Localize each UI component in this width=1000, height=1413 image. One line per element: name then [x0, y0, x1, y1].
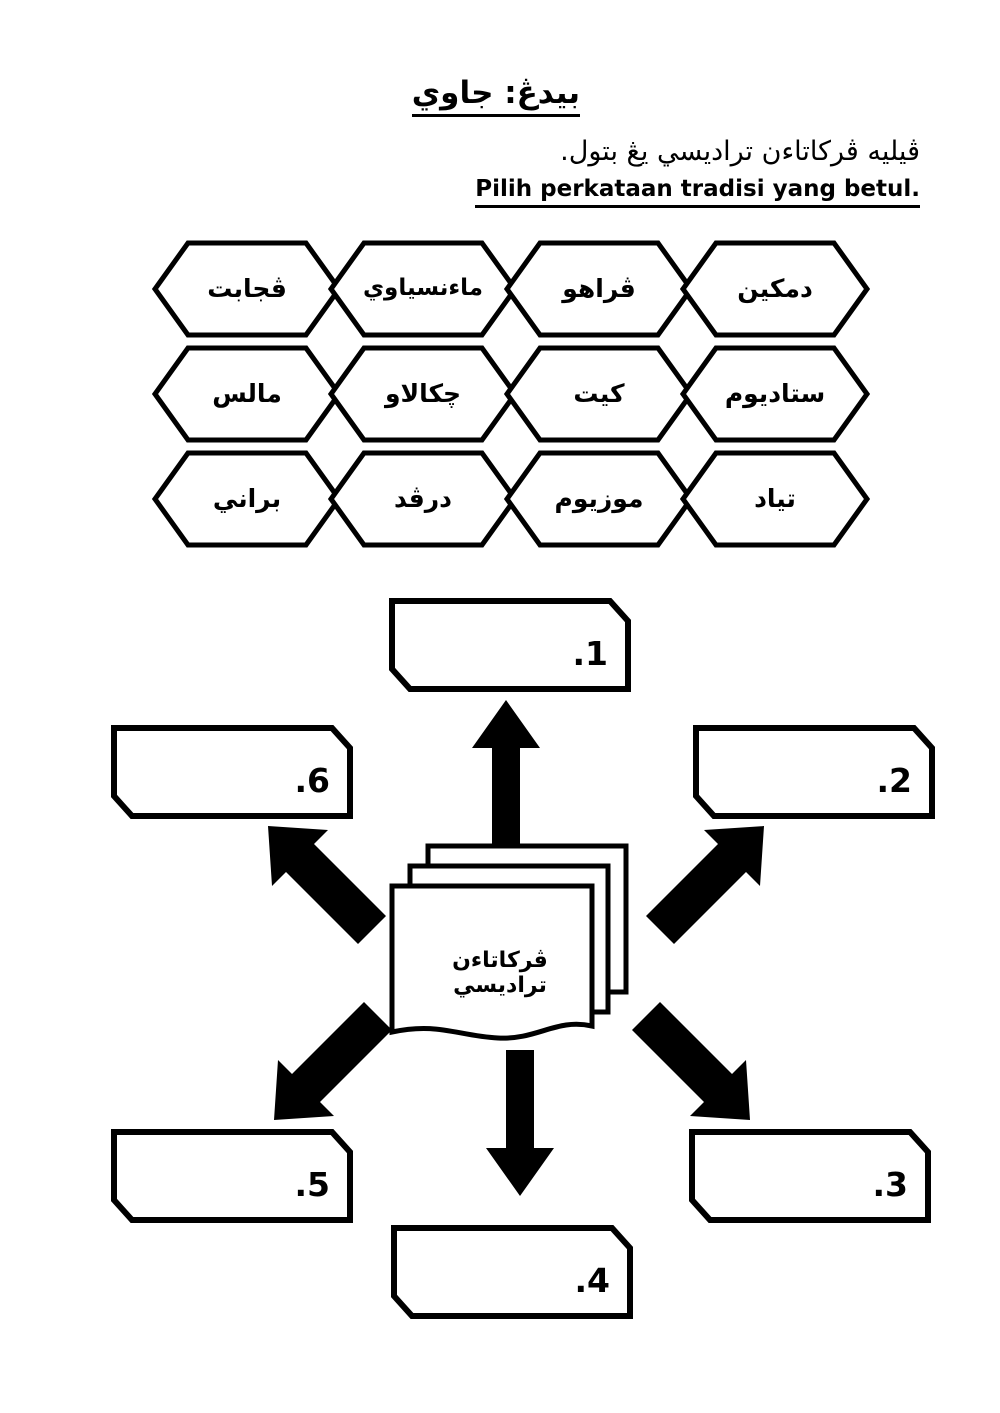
arrow-up-icon	[472, 700, 540, 846]
word-label: تياد	[754, 483, 796, 513]
instruction-latin-text: Pilih perkataan tradisi yang betul.	[475, 176, 920, 208]
hexagon-shape	[328, 450, 518, 548]
answer-box-shape	[111, 725, 353, 819]
word-label: درڤد	[393, 483, 453, 513]
word-hexagon[interactable]: ماءنسياوي	[328, 240, 518, 338]
arrow-upleft-to-6	[262, 820, 398, 956]
answer-box-5[interactable]: 5.	[110, 1128, 354, 1224]
hexagon-shape	[152, 450, 342, 548]
arrow-downleft-to-5	[268, 1000, 404, 1126]
hexagon-shape	[680, 345, 870, 443]
instruction-jawi: ڤيليه ڤركاتاءن تراديسي يڠ بتول.	[560, 136, 920, 167]
word-label: كيت	[573, 378, 625, 408]
word-hexagon[interactable]: تياد	[680, 450, 870, 548]
word-bank-row: مالس چكالاو كيت ستاديوم	[152, 345, 870, 450]
word-label: ماءنسياوي	[362, 275, 484, 301]
arrow-up-right-icon	[646, 826, 764, 944]
word-bank-row: براني درڤد موزيوم تياد	[152, 450, 870, 555]
hexagon-shape	[504, 240, 694, 338]
hexagon-shape	[504, 450, 694, 548]
answer-box-shape	[389, 598, 631, 692]
center-topic-papers: ڤركاتاءن تراديسي	[388, 840, 632, 1052]
answer-box-shape	[391, 1225, 633, 1319]
hexagon-shape	[504, 345, 694, 443]
word-hexagon[interactable]: دمكين	[680, 240, 870, 338]
answer-box-4[interactable]: 4.	[390, 1224, 634, 1320]
word-hexagon[interactable]: ڤراهو	[504, 240, 694, 338]
answer-box-2[interactable]: 2.	[692, 724, 936, 820]
word-label: موزيوم	[554, 483, 644, 513]
center-topic-label: ڤركاتاءن تراديسي	[452, 948, 548, 998]
word-hexagon[interactable]: مالس	[152, 345, 342, 443]
hexagon-shape	[152, 345, 342, 443]
word-label: براني	[212, 483, 282, 513]
hexagon-shape	[680, 240, 870, 338]
arrow-up-left-icon	[268, 826, 386, 944]
arrow-down-icon	[486, 1050, 554, 1196]
arrow-down-to-4	[484, 1048, 556, 1198]
answer-box-3[interactable]: 3.	[688, 1128, 932, 1224]
answer-box-6[interactable]: 6.	[110, 724, 354, 820]
word-hexagon[interactable]: درڤد	[328, 450, 518, 548]
arrow-down-left-icon	[274, 1002, 392, 1120]
answer-box-shape	[689, 1129, 931, 1223]
word-bank-row: ڤجابت ماءنسياوي ڤراهو دمكين	[152, 240, 870, 345]
answer-box-shape	[111, 1129, 353, 1223]
answer-number: 5.	[294, 1165, 331, 1204]
arrow-downright-to-3	[620, 1000, 756, 1126]
bidang-label: بيدڠ: جاوي	[411, 75, 580, 117]
instruction-latin: Pilih perkataan tradisi yang betul.	[300, 176, 920, 208]
word-label: مالس	[212, 378, 282, 408]
answer-number: 3.	[872, 1165, 909, 1204]
word-label: ڤراهو	[562, 273, 636, 303]
arrow-down-right-icon	[632, 1002, 750, 1120]
word-label: ستاديوم	[724, 378, 826, 408]
word-label: دمكين	[737, 273, 813, 303]
answer-box-1[interactable]: 1.	[388, 597, 632, 693]
word-hexagon[interactable]: براني	[152, 450, 342, 548]
stacked-papers-shape	[389, 843, 629, 1041]
hexagon-shape	[680, 450, 870, 548]
word-hexagon[interactable]: چكالاو	[328, 345, 518, 443]
word-hexagon[interactable]: كيت	[504, 345, 694, 443]
answer-number: 1.	[572, 634, 609, 673]
word-label: ڤجابت	[207, 273, 287, 303]
arrow-upright-to-2	[634, 820, 770, 956]
word-label: چكالاو	[384, 378, 462, 408]
page-title: بيدڠ: جاوي	[0, 75, 580, 117]
word-bank: ڤجابت ماءنسياوي ڤراهو دمكين	[152, 240, 872, 555]
word-hexagon[interactable]: ڤجابت	[152, 240, 342, 338]
answer-number: 2.	[876, 761, 913, 800]
word-hexagon[interactable]: ستاديوم	[680, 345, 870, 443]
answer-number: 6.	[294, 761, 331, 800]
hexagon-shape	[328, 240, 518, 338]
arrow-up-to-1	[470, 698, 542, 848]
hexagon-shape	[152, 240, 342, 338]
hexagon-shape	[328, 345, 518, 443]
answer-number: 4.	[574, 1261, 611, 1300]
answer-box-shape	[693, 725, 935, 819]
word-hexagon[interactable]: موزيوم	[504, 450, 694, 548]
